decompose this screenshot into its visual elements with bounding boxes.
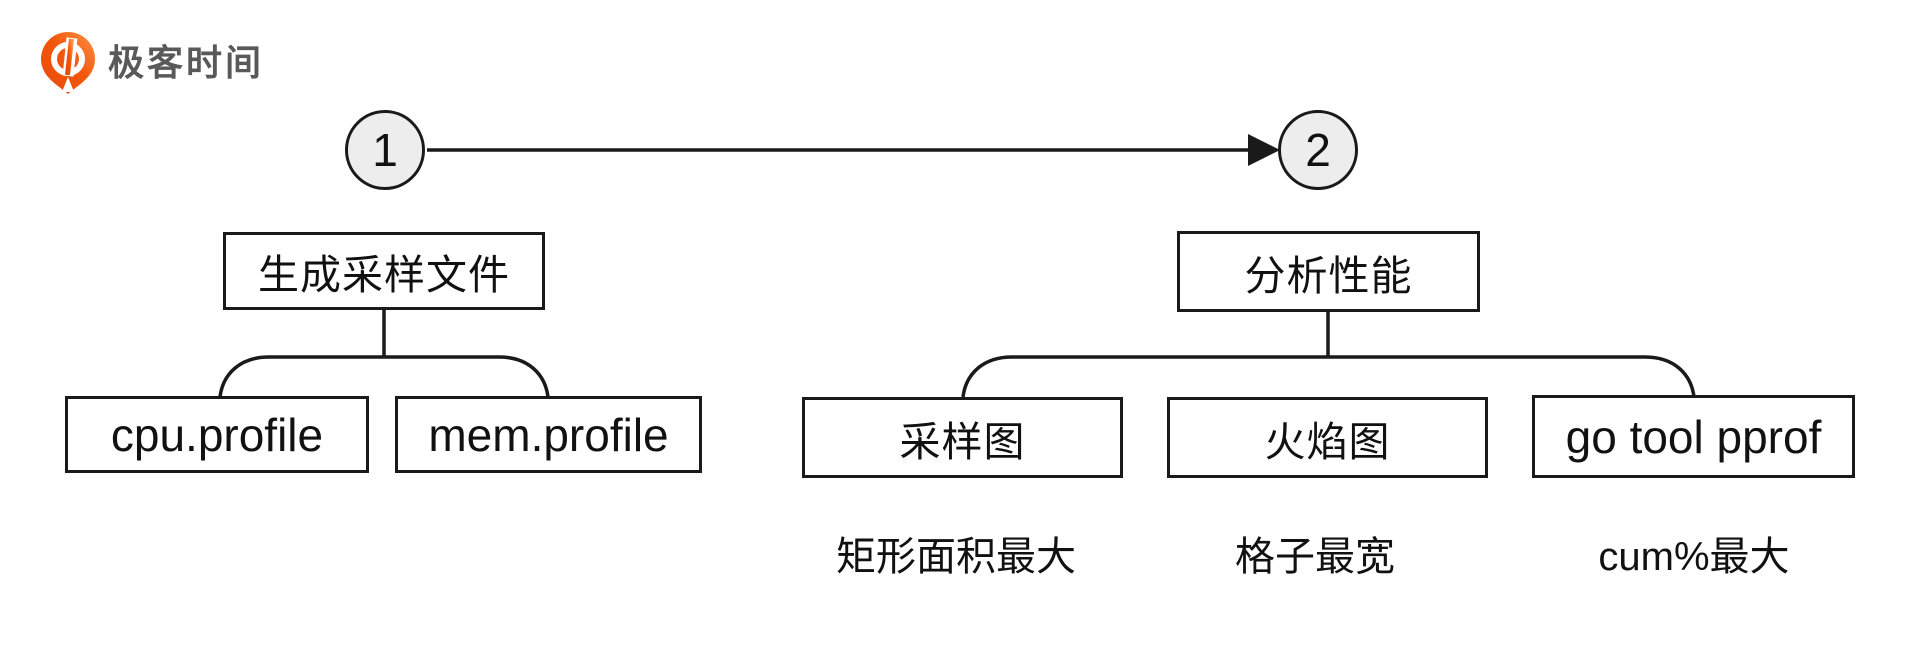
step-2-number: 2 xyxy=(1305,124,1331,176)
brand-name: 极客时间 xyxy=(108,42,265,83)
note-cum-percent-largest: cum%最大 xyxy=(1598,535,1790,579)
node-flame-graph: 火焰图 xyxy=(1167,397,1488,478)
right-brace xyxy=(961,355,1696,398)
note-rectangle-area-largest: 矩形面积最大 xyxy=(836,535,1076,579)
step-1-circle: 1 xyxy=(345,110,425,190)
node-cpu-profile: cpu.profile xyxy=(65,396,369,473)
arrowhead-icon xyxy=(1248,134,1280,166)
step-1-number: 1 xyxy=(372,124,398,176)
geektime-logo: 极客时间 xyxy=(38,30,264,96)
step-2-circle: 2 xyxy=(1278,110,1358,190)
node-sampling-graph: 采样图 xyxy=(802,397,1123,478)
geektime-logo-icon xyxy=(41,32,95,94)
note-cell-widest: 格子最宽 xyxy=(1235,535,1395,579)
node-mem-profile: mem.profile xyxy=(395,396,702,473)
node-analyze-performance: 分析性能 xyxy=(1177,231,1480,312)
node-go-tool-pprof: go tool pprof xyxy=(1532,395,1855,478)
node-generate-profile: 生成采样文件 xyxy=(223,232,545,310)
left-brace xyxy=(218,355,550,398)
